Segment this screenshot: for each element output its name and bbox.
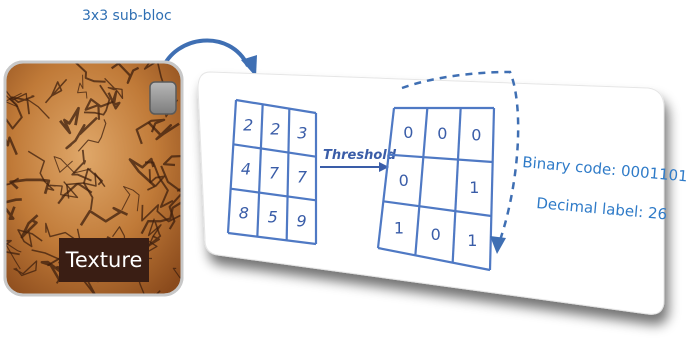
- grid-line: [235, 98, 317, 115]
- texture-crack: [17, 229, 43, 248]
- input-grid-cell: 2: [243, 115, 253, 134]
- binary-grid-cell: 1: [467, 231, 477, 250]
- input-grid-cell: 4: [241, 160, 251, 179]
- binary-grid-cell: 1: [394, 219, 404, 238]
- binary-grid-cell: 0: [399, 171, 409, 190]
- grid-line: [285, 108, 291, 241]
- grid-line: [414, 107, 429, 256]
- reading-order-arrowhead: [490, 236, 506, 254]
- texture-crack: [84, 98, 114, 120]
- texture-crack: [121, 185, 140, 212]
- texture-crack: [9, 178, 51, 195]
- input-grid-cell: 3: [297, 124, 307, 143]
- binary-grid-cell: 1: [469, 178, 479, 197]
- texture-crack: [71, 149, 92, 182]
- texture-crack: [20, 214, 39, 239]
- texture-crack: [172, 267, 182, 285]
- threshold-label: Threshold: [323, 148, 397, 163]
- texture-crack: [27, 150, 55, 191]
- texture-crack: [110, 62, 140, 84]
- texture-crack: [83, 167, 103, 211]
- texture-label-bg: [59, 238, 149, 282]
- binary-grid: 0 0 0 0 1 1 0 1: [376, 106, 496, 272]
- grid-line: [488, 107, 496, 271]
- texture-label: Texture: [65, 248, 143, 272]
- texture-crack: [107, 90, 121, 110]
- lbp-panel: [197, 71, 665, 315]
- grid-line: [227, 231, 317, 246]
- texture-crack: [135, 118, 166, 145]
- texture-crack: [77, 74, 88, 99]
- sub-bloc-arrowhead: [241, 55, 257, 77]
- texture-crack: [53, 156, 92, 174]
- texture-crack: [128, 157, 156, 188]
- texture-crack: [5, 239, 20, 256]
- texture-crack: [5, 110, 18, 156]
- grid-line: [376, 107, 396, 249]
- input-grid-cell: 7: [297, 168, 308, 187]
- texture-crack: [144, 161, 174, 208]
- grid-line: [230, 187, 317, 202]
- texture-crack: [162, 154, 182, 178]
- texture-crack: [5, 95, 23, 130]
- texture-crack: [141, 204, 181, 223]
- sub-bloc-label: 3x3 sub-bloc: [82, 8, 172, 24]
- texture-crack: [49, 181, 79, 199]
- texture-crack: [79, 206, 129, 226]
- input-grid-cell: 2: [270, 120, 280, 139]
- texture-crack: [77, 119, 107, 152]
- grid-line: [226, 99, 238, 234]
- texture-crack: [65, 116, 98, 150]
- binary-grid-cell: 0: [431, 225, 441, 244]
- texture-crack: [140, 199, 182, 235]
- sub-bloc-square: [149, 81, 177, 115]
- binary-grid-cell: 0: [403, 123, 413, 142]
- texture-crack: [44, 78, 68, 104]
- texture-crack: [147, 121, 180, 141]
- texture-crack: [69, 62, 106, 83]
- texture-crack: [104, 77, 124, 100]
- texture-crack: [5, 84, 50, 119]
- input-grid-cell: 9: [297, 211, 307, 230]
- input-grid-cell: 7: [269, 164, 280, 183]
- texture-crack: [5, 239, 22, 270]
- sub-bloc-arrow: [160, 38, 250, 71]
- texture-crack: [59, 106, 80, 135]
- grid-line: [233, 143, 317, 158]
- texture-crack: [11, 95, 35, 115]
- input-grid-cell: 8: [239, 204, 249, 223]
- grid-line: [377, 246, 491, 272]
- texture-crack: [13, 260, 38, 277]
- grid-line: [256, 104, 264, 237]
- grid-line: [383, 200, 492, 218]
- binary-grid-cell: 0: [471, 125, 481, 144]
- grid-line: [388, 153, 493, 164]
- texture-crack: [147, 169, 166, 191]
- input-grid-cell: 5: [268, 208, 278, 227]
- texture-crack: [83, 84, 111, 116]
- texture-crack: [15, 62, 40, 63]
- texture-crack: [5, 198, 22, 221]
- texture-crack: [143, 62, 166, 87]
- binary-grid-cell: 0: [437, 124, 447, 143]
- texture-crack: [5, 66, 22, 108]
- texture-crack: [160, 165, 182, 230]
- grid-line: [451, 107, 462, 263]
